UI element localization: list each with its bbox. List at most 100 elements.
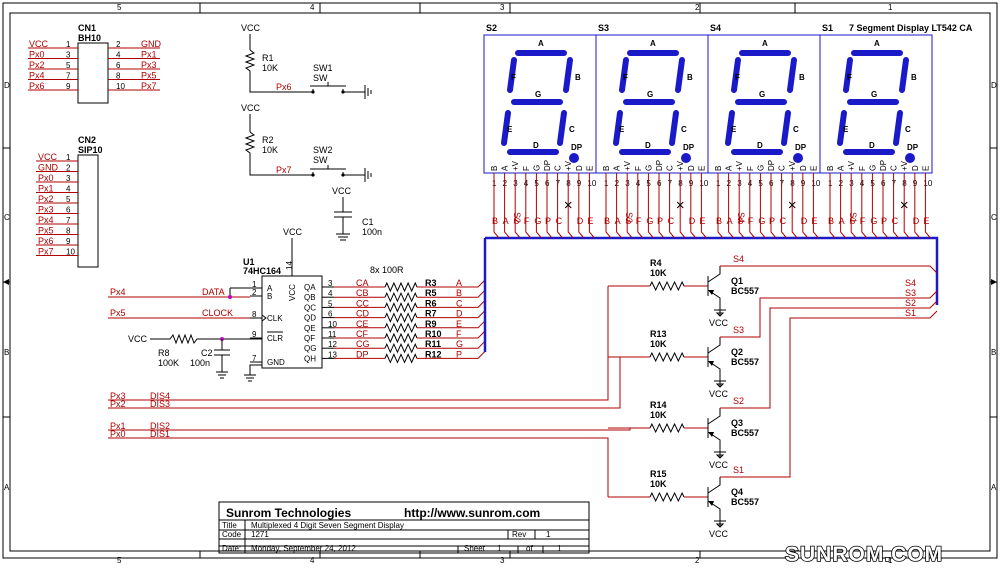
c2-value: 100n xyxy=(190,358,210,368)
driver-3-r-val: 10K xyxy=(650,479,667,489)
driver-2-q-val: BC557 xyxy=(731,428,759,438)
display-2-seg-letter-6: G xyxy=(759,90,765,99)
u1-right-pin-name-0: QA xyxy=(304,283,316,292)
display-0-pin-name-4: G xyxy=(532,165,541,171)
display-3-pin-name-6: C xyxy=(890,165,899,171)
display-0-seg-letter-7: DP xyxy=(571,143,583,152)
cn2-net-1: GND xyxy=(38,163,59,173)
resnet-seg-1: B xyxy=(456,288,462,298)
r8-vcc-label: VCC xyxy=(128,334,148,344)
display-0-seg-letter-0: A xyxy=(538,39,544,48)
c2-ref: C2 xyxy=(201,348,213,358)
frame-row-right-2: B xyxy=(991,348,996,357)
c1-value: 100n xyxy=(362,227,382,237)
display-2-bus-label-4: G xyxy=(758,216,765,226)
q3-collector-wire xyxy=(720,300,938,409)
cn1-right-pin-0: 2 xyxy=(116,40,121,49)
display-3-bus-label-5: P xyxy=(881,216,887,226)
cn2-pin-5: 6 xyxy=(66,206,71,215)
display-3-bus-label-8: D xyxy=(913,216,920,226)
of-value: 1 xyxy=(557,544,562,553)
resnet-net-4: CE xyxy=(356,319,369,329)
u1-right-pin-num-6: 12 xyxy=(328,340,337,349)
u1-left-pin-name-1: B xyxy=(267,292,272,301)
c1-vcc-label: VCC xyxy=(332,186,352,196)
company-url[interactable]: http://www.sunrom.com xyxy=(404,506,540,520)
display-2-seg-letter-2: C xyxy=(793,125,799,134)
display-3-bus-label-3: F xyxy=(860,216,866,226)
code-label: Code xyxy=(222,530,242,539)
dis-port-2: Px1 xyxy=(110,421,126,431)
cn1-right-pin-3: 8 xyxy=(116,72,121,81)
display-0-pin-name-9: E xyxy=(585,166,594,171)
display-1-pin-name-8: D xyxy=(687,165,696,171)
u1-left-pin-name-3: CLR xyxy=(267,334,283,343)
cn1-left-net-1: Px0 xyxy=(29,50,45,60)
driver-1-vcc: VCC xyxy=(709,389,729,399)
dis-port-0: Px3 xyxy=(110,391,126,401)
display-1-seg-letter-2: C xyxy=(681,125,687,134)
segment-f xyxy=(507,57,517,93)
resnet-ref-2: R6 xyxy=(425,298,437,308)
r8-value: 100K xyxy=(158,358,179,368)
driver-0-q-ref: Q1 xyxy=(731,276,743,286)
bus-right-label-3: S1 xyxy=(905,308,916,318)
display-3-pin-name-0: B xyxy=(826,166,835,171)
display-2-bus-label-6: C xyxy=(780,216,787,226)
display-1-seg-letter-7: DP xyxy=(683,143,695,152)
display-3-seg-letter-0: A xyxy=(874,39,880,48)
u1-right-pin-num-0: 3 xyxy=(328,279,333,288)
u1-right-pin-num-3: 6 xyxy=(328,310,333,319)
dis3-wire xyxy=(108,356,650,409)
display-0-seg-letter-1: B xyxy=(575,73,581,82)
cn2-net-5: Px3 xyxy=(38,205,54,215)
driver-0-r-val: 10K xyxy=(650,268,667,278)
bus-right-label-0: S4 xyxy=(905,278,916,288)
display-1-pin-name-5: DP xyxy=(655,160,664,171)
display-2-pin-name-2: +V xyxy=(735,160,744,171)
sw1-net-label: Px6 xyxy=(276,82,292,92)
driver-2-r-val: 10K xyxy=(650,410,667,420)
display-0-seg-letter-6: G xyxy=(535,90,541,99)
resnet-seg-4: E xyxy=(456,319,462,329)
display-1-pin-name-6: C xyxy=(666,165,675,171)
dis-net-1: DIS3 xyxy=(150,399,170,409)
clock-port-label: Px5 xyxy=(110,308,126,318)
resnet-net-0: CA xyxy=(356,278,369,288)
data-net-label: DATA xyxy=(202,287,225,297)
segment-dp xyxy=(793,153,803,163)
display-3-pin-num-9: 10 xyxy=(923,179,932,188)
driver-1-coll-label: S3 xyxy=(733,325,744,335)
segment-bus xyxy=(483,236,939,352)
segment-dp xyxy=(569,153,579,163)
display-1-pin-name-9: E xyxy=(697,166,706,171)
u1-right-pin-name-3: QD xyxy=(304,314,316,323)
display-3-bus-label-6: C xyxy=(892,216,899,226)
sheet-value: 1 xyxy=(497,544,502,553)
u1-ref: U1 xyxy=(243,257,255,267)
display-2-nc-mark xyxy=(788,201,796,209)
segment-b xyxy=(563,57,573,93)
display-1-pin-name-2: +V xyxy=(623,160,632,171)
display-3-bus-label-9: E xyxy=(923,216,929,226)
cn2-pin-4: 5 xyxy=(66,195,71,204)
display-0-bus-label-9: E xyxy=(587,216,593,226)
data-port-label: Px4 xyxy=(110,287,126,297)
cn2-pin-6: 7 xyxy=(66,216,71,225)
display-0-bus-label-8: D xyxy=(577,216,584,226)
u1-right-pin-num-4: 10 xyxy=(328,320,337,329)
display-0-pin-name-2: +V xyxy=(511,160,520,171)
resnet-ref-7: R12 xyxy=(425,349,442,359)
display-1-pin-name-1: A xyxy=(613,165,622,171)
sw2-value: SW xyxy=(313,155,328,165)
frame-column-bottom-2: 3 xyxy=(500,556,505,565)
display-2-seg-letter-0: A xyxy=(762,39,768,48)
cn2-ref: CN2 xyxy=(78,135,96,145)
display-1-pin-name-4: G xyxy=(644,165,653,171)
display-3-seg-letter-6: G xyxy=(871,90,877,99)
display-3-pin-name-1: A xyxy=(837,165,846,171)
frame-row-right-3: A xyxy=(991,483,997,492)
